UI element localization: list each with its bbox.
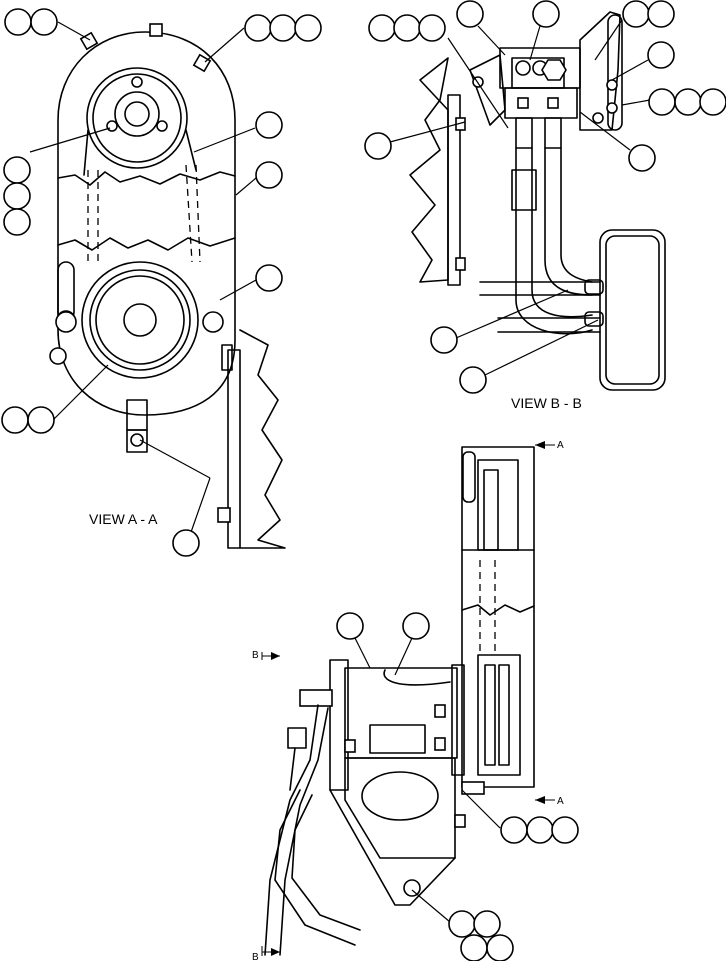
section-marker-b-bottom: B bbox=[252, 946, 280, 961]
view-aa-callouts bbox=[1, 8, 322, 557]
callout-side-1 bbox=[336, 612, 371, 669]
callout-bb-5 bbox=[611, 41, 675, 81]
callout-aa-7 bbox=[1, 364, 109, 434]
callout-bb-1 bbox=[368, 14, 509, 129]
callout-aa-3 bbox=[3, 127, 111, 236]
callout-aa-2 bbox=[204, 14, 322, 63]
callout-aa-5 bbox=[235, 161, 283, 196]
callout-aa-6 bbox=[219, 264, 283, 301]
section-marker-a-top: A bbox=[535, 440, 564, 451]
svg-text:A: A bbox=[557, 440, 564, 451]
svg-text:B: B bbox=[252, 952, 259, 961]
section-marker-a-bottom: A bbox=[535, 796, 564, 807]
callout-side-4 bbox=[411, 889, 514, 961]
callout-aa-4 bbox=[193, 111, 283, 153]
view-aa-drawing bbox=[49, 23, 286, 549]
callout-bb-8 bbox=[579, 111, 656, 172]
callout-bb-10 bbox=[459, 319, 599, 394]
svg-text:A: A bbox=[557, 796, 564, 807]
callout-bb-3 bbox=[529, 0, 560, 61]
callout-aa-8 bbox=[139, 439, 211, 557]
view-bb-callouts bbox=[364, 0, 726, 394]
side-view-callouts bbox=[336, 612, 579, 961]
section-marker-b-top: B bbox=[252, 650, 280, 661]
callout-bb-9 bbox=[430, 289, 569, 354]
callout-aa-1 bbox=[4, 8, 91, 41]
callout-bb-6 bbox=[621, 88, 726, 116]
callout-bb-2 bbox=[456, 0, 506, 56]
side-view-drawing bbox=[264, 446, 535, 956]
view-aa-label: VIEW A - A bbox=[89, 511, 158, 527]
svg-text:B: B bbox=[252, 650, 259, 661]
callout-side-3 bbox=[461, 789, 579, 844]
callout-bb-7 bbox=[364, 121, 466, 160]
view-bb-drawing bbox=[409, 11, 666, 391]
callout-side-2 bbox=[394, 612, 430, 676]
callout-bb-4 bbox=[594, 0, 675, 61]
view-bb-label: VIEW B - B bbox=[511, 395, 582, 411]
